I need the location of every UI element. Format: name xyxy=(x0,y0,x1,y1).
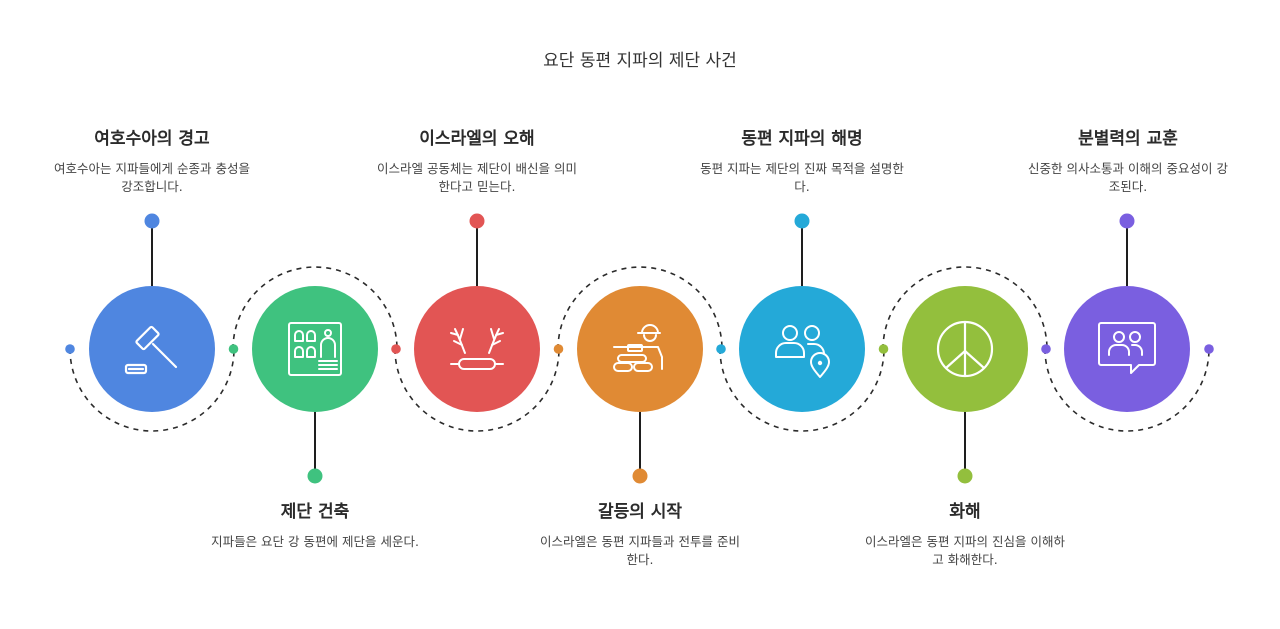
page-title: 요단 동편 지파의 제단 사건 xyxy=(543,51,737,71)
chat-users-icon xyxy=(1098,322,1156,374)
building-icon xyxy=(288,322,342,376)
stem-dot xyxy=(632,468,648,484)
step-description: 이스라엘은 동편 지파들과 전투를 준비한다. xyxy=(540,534,740,567)
stem-dot xyxy=(307,468,323,484)
step-4-label: 갈등의 시작 이스라엘은 동편 지파들과 전투를 준비한다. xyxy=(535,501,745,569)
step-6-label: 화해 이스라엘은 동편 지파의 진심을 이해하고 화해한다. xyxy=(860,501,1070,569)
step-circle xyxy=(89,286,215,412)
connector-dots xyxy=(65,213,1214,484)
users-location-icon xyxy=(775,325,830,378)
stem-dot xyxy=(794,213,810,229)
stem-dot xyxy=(144,213,160,229)
step-title: 분별력의 교훈 xyxy=(1078,129,1178,149)
step-title: 화해 xyxy=(949,502,981,522)
antlers-icon xyxy=(450,328,504,370)
step-title: 동편 지파의 해명 xyxy=(741,129,863,149)
connector-stems xyxy=(151,221,1128,476)
step-1-label: 여호수아의 경고 여호수아는 지파들에게 순종과 충성을 강조합니다. xyxy=(47,128,257,196)
connector-dot xyxy=(65,344,75,354)
stem-dot xyxy=(1119,213,1135,229)
step-description: 지파들은 요단 강 동편에 제단을 세운다. xyxy=(211,534,419,549)
gavel-icon xyxy=(124,325,178,375)
step-title: 이스라엘의 오해 xyxy=(419,129,535,149)
step-circle xyxy=(1064,286,1190,412)
step-title: 갈등의 시작 xyxy=(597,502,683,522)
step-description: 이스라엘 공동체는 제단이 배신을 의미한다고 믿는다. xyxy=(377,161,577,194)
step-circle xyxy=(739,286,865,412)
step-description: 동편 지파는 제단의 진짜 목적을 설명한다. xyxy=(700,161,904,194)
step-description: 신중한 의사소통과 이해의 중요성이 강조된다. xyxy=(1028,161,1228,194)
step-7-label: 분별력의 교훈 신중한 의사소통과 이해의 중요성이 강조된다. xyxy=(1023,128,1233,196)
connector-dot xyxy=(1041,344,1051,354)
step-circle xyxy=(577,286,703,412)
step-title: 제단 건축 xyxy=(280,502,350,522)
peace-icon xyxy=(936,320,994,378)
step-5-label: 동편 지파의 해명 동편 지파는 제단의 진짜 목적을 설명한다. xyxy=(697,128,907,196)
step-2-label: 제단 건축 지파들은 요단 강 동편에 제단을 세운다. xyxy=(210,501,420,551)
step-circles xyxy=(89,286,1190,412)
soldier-icon xyxy=(613,324,663,372)
step-3-label: 이스라엘의 오해 이스라엘 공동체는 제단이 배신을 의미한다고 믿는다. xyxy=(372,128,582,196)
step-circle xyxy=(414,286,540,412)
connector-dot xyxy=(553,344,564,354)
connector-dot xyxy=(878,344,889,354)
connector-dot xyxy=(716,344,726,354)
stem-dot xyxy=(469,213,485,229)
step-description: 이스라엘은 동편 지파의 진심을 이해하고 화해한다. xyxy=(865,534,1065,567)
connector-dot xyxy=(391,344,401,354)
step-description: 여호수아는 지파들에게 순종과 충성을 강조합니다. xyxy=(54,161,250,194)
step-title: 여호수아의 경고 xyxy=(94,129,210,149)
connector-dot xyxy=(228,344,239,354)
connector-dot xyxy=(1204,344,1214,354)
stem-dot xyxy=(957,468,973,484)
